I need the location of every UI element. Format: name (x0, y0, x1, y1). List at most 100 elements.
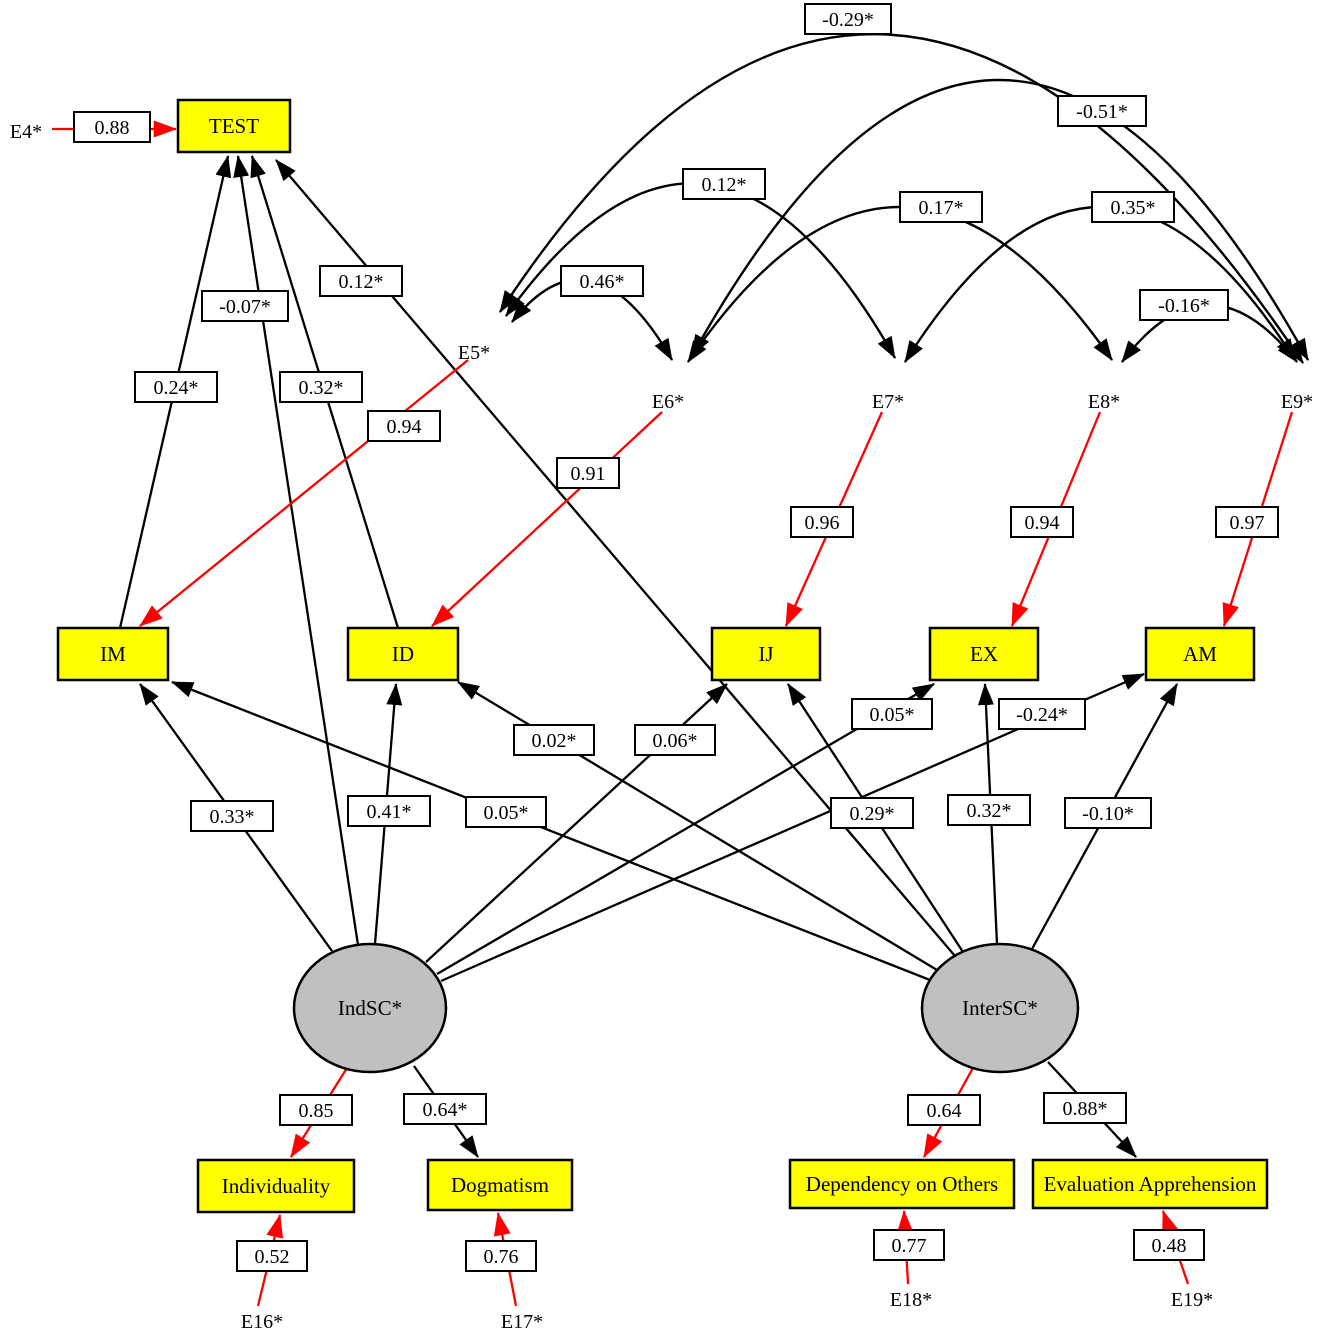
coefficient-box-indsc-to-am (998, 698, 1086, 730)
coefficient-box-indsc-to-id (347, 795, 431, 827)
node-label-dependency: Dependency on Others (806, 1172, 998, 1196)
coefficient-value-indsc-to-individuality: 0.85 (299, 1100, 334, 1122)
coefficient-value-im-to-test: 0.24* (154, 377, 199, 399)
error-label-e16: E16* (241, 1311, 283, 1331)
coefficient-box-intersc-to-id (513, 724, 595, 756)
coefficient-box-indsc-to-dogmatism (403, 1093, 487, 1125)
coefficient-value-intersc-to-dependency: 0.64 (927, 1100, 962, 1122)
node-box-individuality (196, 1158, 356, 1214)
coefficient-value-e5-e6: 0.46* (580, 271, 625, 293)
path-coefficient-intersc-to-ij: 0.29* (830, 797, 914, 829)
coefficient-box-e5-e7 (682, 168, 766, 200)
coefficient-box-e7-to-ij (790, 506, 854, 538)
error-label-e19: E19* (1171, 1289, 1213, 1311)
node-label-am: AM (1183, 642, 1217, 666)
coefficient-box-intersc-to-ex (947, 794, 1031, 826)
coefficient-value-e5-to-im: 0.94 (387, 416, 422, 438)
path-coefficient-intersc-to-test: 0.12* (319, 265, 403, 297)
node-im: IM (56, 626, 170, 682)
coefficient-value-e4-to-test: 0.88 (95, 117, 130, 139)
node-ex: EX (928, 626, 1040, 682)
latent-label-indsc: IndSC* (338, 996, 402, 1020)
path-coefficient-e8-to-ex: 0.94 (1010, 506, 1074, 538)
error-label-e5: E5* (458, 342, 490, 364)
coefficient-value-e5-e9: -0.29* (822, 9, 874, 31)
coefficient-box-e6-e8 (899, 191, 983, 223)
path-coefficient-e9-to-am: 0.97 (1215, 506, 1279, 538)
latent-ellipse-indsc (292, 942, 448, 1074)
coefficient-value-intersc-to-id: 0.02* (532, 730, 577, 752)
latent-indsc: IndSC* (292, 942, 448, 1074)
error-label-e17: E17* (501, 1311, 543, 1331)
error-label-e18: E18* (890, 1289, 932, 1311)
error-label-e7: E7* (872, 391, 904, 413)
coefficient-boxes: 0.46*0.12*-0.29*0.17*-0.51*0.35*-0.16*0.… (73, 3, 1279, 1272)
covariance-coefficient-e6-e8: 0.17* (899, 191, 983, 223)
coefficient-value-e8-to-ex: 0.94 (1025, 512, 1060, 534)
coefficient-box-indsc-to-im (190, 800, 274, 832)
node-ij: IJ (710, 626, 822, 682)
path-coefficient-id-to-test: 0.32* (279, 371, 363, 403)
coefficient-box-e6-e9 (1057, 95, 1147, 127)
coefficient-value-e7-to-ij: 0.96 (805, 512, 840, 534)
path-e6-to-id (431, 411, 663, 627)
coefficient-value-e6-to-id: 0.91 (571, 463, 606, 485)
node-box-evaluation (1031, 1158, 1269, 1210)
covariance-e7-e9 (903, 206, 1297, 363)
path-coefficient-indsc-to-im: 0.33* (190, 800, 274, 832)
coefficient-value-e17-to-dogmatism: 0.76 (484, 1246, 519, 1268)
path-coefficient-e17-to-dogmatism: 0.76 (465, 1240, 537, 1272)
coefficient-value-intersc-to-ij: 0.29* (850, 803, 895, 825)
coefficient-box-intersc-to-am (1064, 797, 1152, 829)
path-indsc-to-ex (436, 683, 935, 975)
latent-label-intersc: InterSC* (962, 996, 1038, 1020)
path-coefficient-e5-to-im: 0.94 (367, 410, 441, 442)
coefficient-box-e9-to-am (1215, 506, 1279, 538)
coefficient-box-intersc-to-ij (830, 797, 914, 829)
coefficient-value-e7-e9: 0.35* (1111, 197, 1156, 219)
path-coefficient-indsc-to-dogmatism: 0.64* (403, 1093, 487, 1125)
covariance-e6-e9 (690, 78, 1310, 361)
coefficient-box-intersc-to-dependency (907, 1094, 981, 1126)
node-label-test: TEST (209, 114, 259, 138)
coefficient-box-indsc-to-test (201, 290, 289, 322)
coefficient-box-e5-e9 (804, 3, 892, 35)
path-e5-to-im (139, 359, 469, 627)
coefficient-value-indsc-to-dogmatism: 0.64* (423, 1099, 468, 1121)
node-label-individuality: Individuality (222, 1174, 331, 1198)
path-coefficient-e4-to-test: 0.88 (73, 111, 151, 143)
coefficient-box-e19-to-evaluation (1133, 1229, 1205, 1261)
coefficient-value-id-to-test: 0.32* (299, 377, 344, 399)
covariance-coefficient-e7-e9: 0.35* (1091, 191, 1175, 223)
coefficient-box-e6-to-id (556, 457, 620, 489)
node-box-dependency (788, 1158, 1016, 1210)
node-box-ij (710, 626, 822, 682)
node-box-dogmatism (426, 1158, 574, 1212)
path-coefficient-indsc-to-ij: 0.06* (634, 724, 716, 756)
coefficient-box-e7-e9 (1091, 191, 1175, 223)
node-dependency: Dependency on Others (788, 1158, 1016, 1210)
coefficient-value-intersc-to-am: -0.10* (1082, 803, 1134, 825)
coefficient-box-e5-e6 (560, 265, 644, 297)
coefficient-value-intersc-to-ex: 0.32* (967, 800, 1012, 822)
error-label-e8: E8* (1088, 391, 1120, 413)
path-coefficient-indsc-to-individuality: 0.85 (279, 1094, 353, 1126)
node-test: TEST (176, 98, 292, 154)
node-label-id: ID (392, 642, 414, 666)
node-label-dogmatism: Dogmatism (451, 1173, 549, 1197)
node-box-id (346, 626, 460, 682)
covariance-coefficient-e5-e6: 0.46* (560, 265, 644, 297)
path-coefficient-e16-to-individuality: 0.52 (236, 1240, 308, 1272)
coefficient-box-e18-to-dependency (873, 1229, 945, 1261)
coefficient-box-e17-to-dogmatism (465, 1240, 537, 1272)
node-label-evaluation: Evaluation Apprehension (1044, 1172, 1257, 1196)
node-label-ex: EX (970, 642, 998, 666)
error-term-labels: E4*E5*E6*E7*E8*E9*E16*E17*E18*E19* (10, 121, 1313, 1331)
path-coefficient-indsc-to-am: -0.24* (998, 698, 1086, 730)
coefficient-value-e6-e8: 0.17* (919, 197, 964, 219)
path-indsc-to-test (233, 155, 360, 946)
path-coefficient-indsc-to-ex: 0.05* (851, 698, 933, 730)
coefficient-value-indsc-to-id: 0.41* (367, 801, 412, 823)
coefficient-value-indsc-to-im: 0.33* (210, 806, 255, 828)
